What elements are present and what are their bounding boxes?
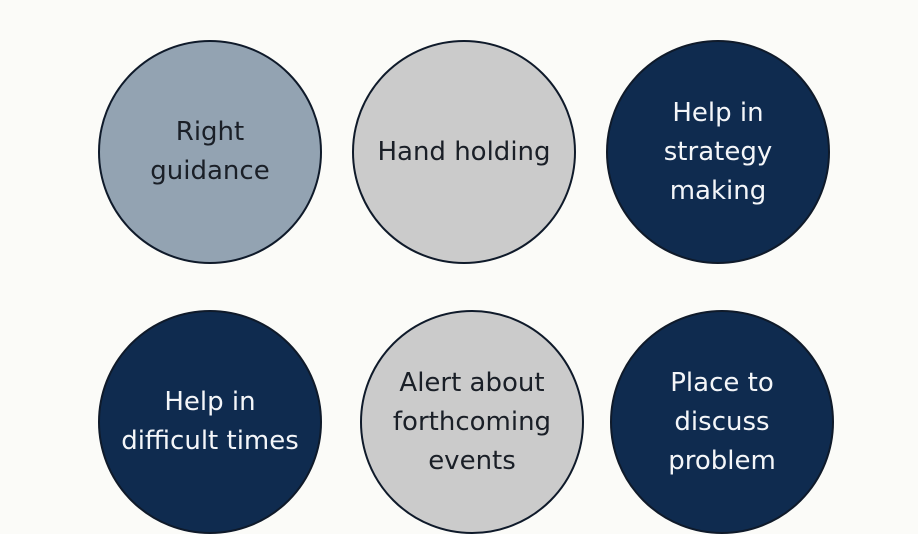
cropped-title xyxy=(0,0,918,8)
circle-place-to-discuss-problem: Place to discuss problem xyxy=(610,310,834,534)
circle-label: Place to discuss problem xyxy=(668,367,776,476)
circle-label: Right guidance xyxy=(150,117,270,186)
circle-alert-about-forthcoming-events: Alert about forthcoming events xyxy=(360,310,584,534)
circle-hand-holding: Hand holding xyxy=(352,40,576,264)
circle-help-in-strategy-making: Help in strategy making xyxy=(606,40,830,264)
circle-help-in-difficult-times: Help in difficult times xyxy=(98,310,322,534)
circle-label: Help in strategy making xyxy=(663,97,773,206)
circle-label: Help in difficult times xyxy=(121,387,299,456)
circle-label: Alert about forthcoming events xyxy=(392,367,552,476)
circle-right-guidance: Right guidance xyxy=(98,40,322,264)
circle-label: Hand holding xyxy=(377,136,551,167)
